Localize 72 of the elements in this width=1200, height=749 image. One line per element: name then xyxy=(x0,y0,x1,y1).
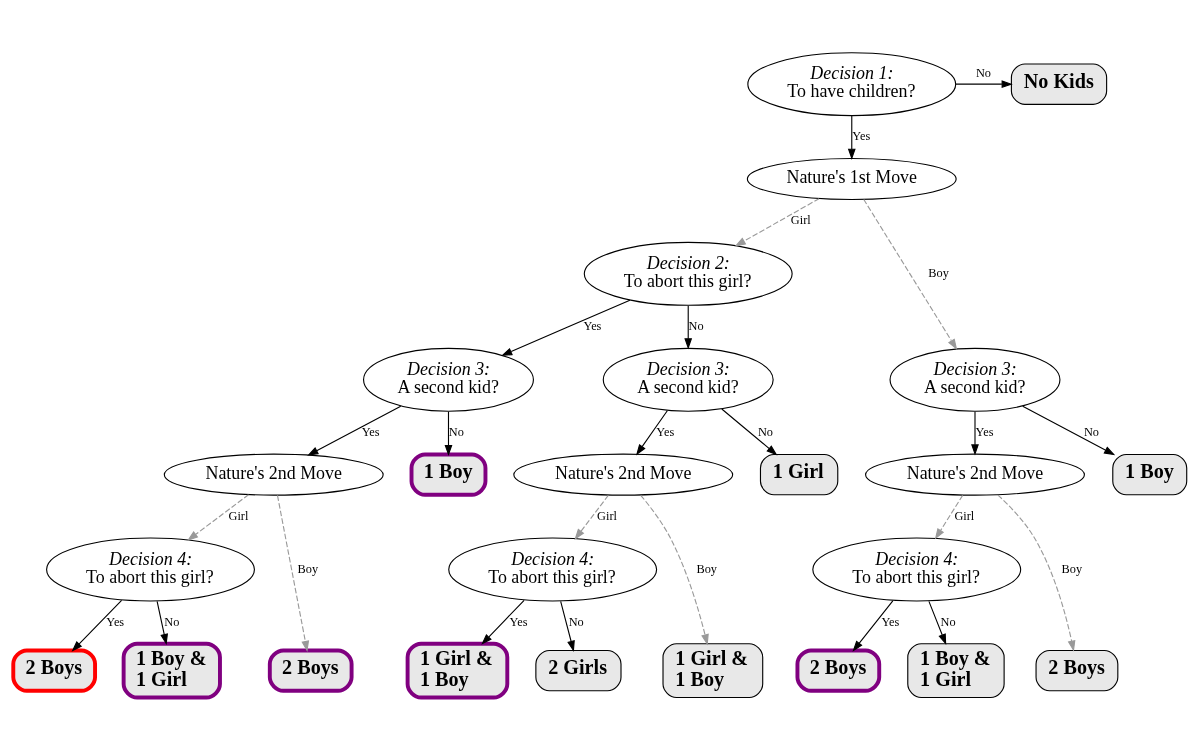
edge-label: Boy xyxy=(1061,561,1083,576)
edge-label: Boy xyxy=(297,561,319,576)
edge-label: No xyxy=(448,424,464,439)
node-ellipse: Nature's 2nd Move xyxy=(513,453,734,496)
edge-label: Boy xyxy=(696,561,717,576)
edge-label: No xyxy=(1083,424,1100,439)
arrow xyxy=(721,407,778,455)
edge-label: Yes xyxy=(656,424,675,439)
arrow xyxy=(636,409,668,455)
arrow xyxy=(928,600,947,645)
edge-label: No xyxy=(940,614,956,629)
edge-label: Yes xyxy=(583,318,602,333)
node-box: 1 Boy xyxy=(409,452,488,497)
edge-label: Yes xyxy=(509,614,528,629)
arrow xyxy=(307,405,402,456)
node-box: 1 Boy xyxy=(1112,453,1188,495)
arrow xyxy=(444,410,453,456)
node-ellipse: Decision 3: A second kid? xyxy=(889,347,1061,412)
arrow xyxy=(852,599,894,652)
edge-label: Boy xyxy=(928,265,949,280)
edge-label: No xyxy=(688,318,704,333)
node-box: 1 Boy & 1 Girl xyxy=(121,641,222,699)
arrow xyxy=(997,494,1076,652)
node-box: 1 Girl xyxy=(759,453,839,495)
node-box: 1 Girl & 1 Boy xyxy=(662,642,764,698)
node-ellipse: Decision 4: To abort this girl? xyxy=(812,537,1022,601)
arrow xyxy=(481,599,525,645)
node-ellipse: Decision 4: To abort this girl? xyxy=(448,537,658,601)
arrow xyxy=(640,494,709,645)
arrow xyxy=(187,493,250,541)
arrow xyxy=(934,494,964,540)
node-box: 2 Boys xyxy=(267,648,354,693)
edge-label: Girl xyxy=(597,508,617,523)
node-box: 2 Boys xyxy=(795,648,882,693)
node-box: 2 Boys xyxy=(1035,649,1119,691)
node-ellipse: Nature's 2nd Move xyxy=(163,453,384,496)
arrow xyxy=(276,494,310,652)
arrow xyxy=(971,410,979,456)
edge-label: Girl xyxy=(228,508,249,523)
node-ellipse: Nature's 1st Move xyxy=(746,157,957,200)
edge-label: No xyxy=(568,614,584,629)
edge-label: No xyxy=(164,614,180,629)
arrow xyxy=(156,600,169,645)
arrow xyxy=(1022,405,1116,455)
arrow xyxy=(734,197,820,246)
arrow xyxy=(955,79,1013,88)
edge-label: Yes xyxy=(852,128,871,143)
edge-label: Girl xyxy=(790,212,811,227)
edge-label: No xyxy=(975,65,992,80)
node-box: 2 Boys xyxy=(11,648,97,693)
edge-label: Girl xyxy=(954,508,975,523)
node-box: 1 Boy & 1 Girl xyxy=(907,642,1005,698)
node-ellipse: Decision 3: A second kid? xyxy=(602,347,774,412)
arrow xyxy=(863,198,958,350)
node-box: 2 Girls xyxy=(535,649,622,691)
edge-label: Yes xyxy=(361,424,380,439)
node-box: 1 Girl & 1 Boy xyxy=(405,641,510,699)
node-ellipse: Decision 1: To have children? xyxy=(747,51,957,116)
arrow xyxy=(560,600,575,652)
arrow xyxy=(847,115,856,160)
arrow xyxy=(684,304,693,349)
node-ellipse: Decision 4: To abort this girl? xyxy=(46,537,255,601)
edge-label: Yes xyxy=(106,614,125,629)
arrow xyxy=(574,494,609,540)
node-ellipse: Nature's 2nd Move xyxy=(865,453,1085,496)
edge-label: Yes xyxy=(881,614,900,629)
edge-label: Yes xyxy=(975,424,994,439)
arrow xyxy=(501,299,631,356)
node-box: No Kids xyxy=(1010,62,1108,105)
edge-label: No xyxy=(757,424,774,439)
arrow xyxy=(71,599,123,652)
node-ellipse: Decision 2: To abort this girl? xyxy=(583,241,793,306)
